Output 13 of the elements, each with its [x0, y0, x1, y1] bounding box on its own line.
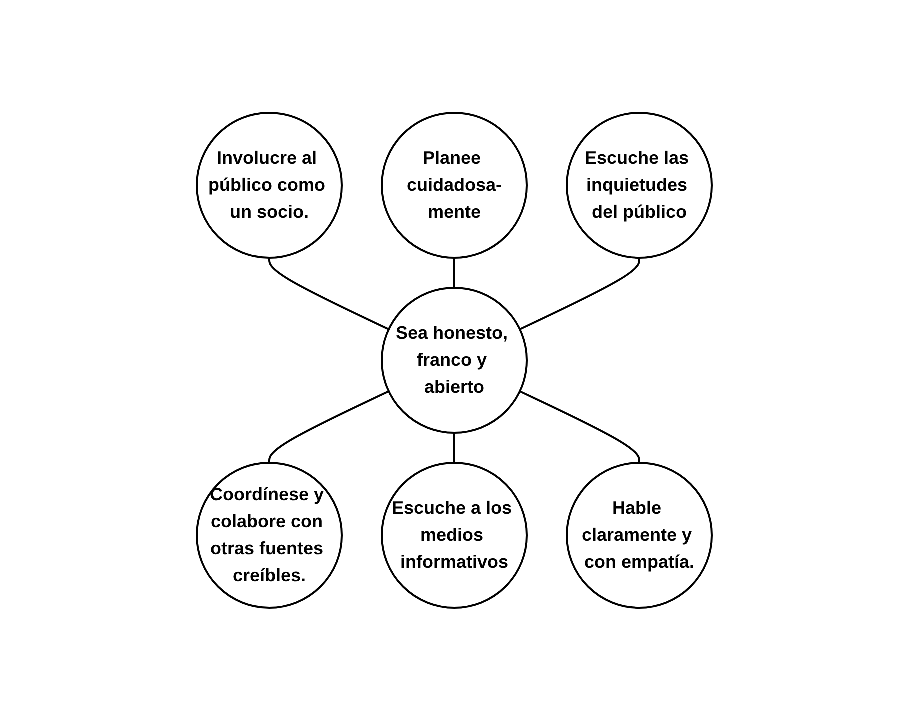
node-circle: Escuche las inquietudes del público: [566, 112, 712, 258]
connector: [268, 258, 389, 330]
connector: [268, 390, 389, 462]
connector: [453, 258, 455, 288]
connector: [453, 432, 455, 462]
node-circle: Escuche a los medios informativos: [380, 462, 528, 608]
node-circle: Planee cuidadosa-mente: [380, 112, 528, 258]
connector: [519, 390, 640, 462]
node-circle: Coordínese y colabore con otras fuentes creíbles.: [196, 462, 342, 608]
node-circle: Sea honesto, franco y abierto: [380, 286, 528, 434]
connector: [519, 258, 640, 330]
node-circle: Hable claramente y con empatía.: [566, 462, 712, 608]
node-circle: Involucre al público como un socio.: [196, 112, 342, 258]
